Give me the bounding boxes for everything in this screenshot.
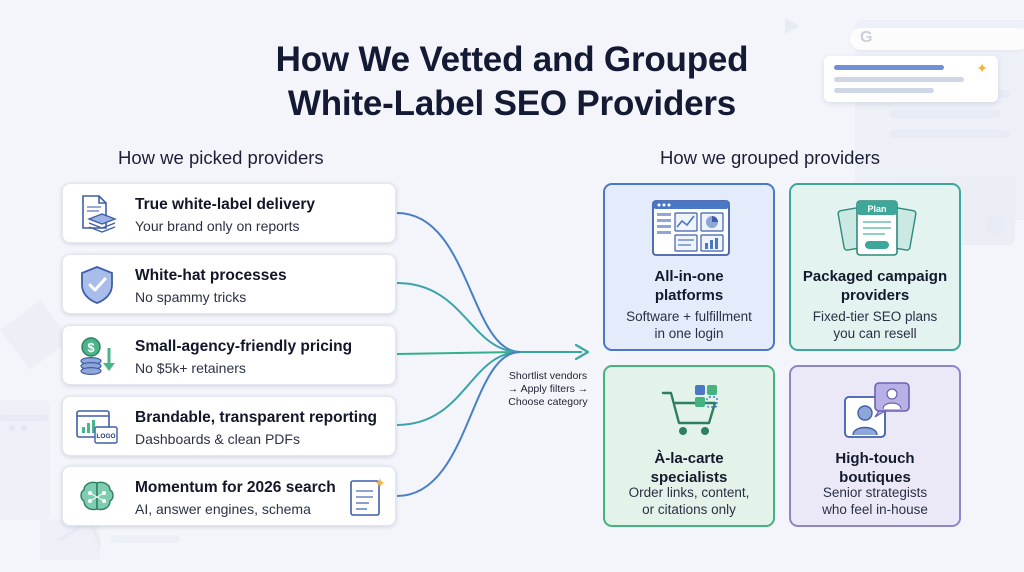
documents-stack-icon [82, 195, 117, 233]
search-result-card: ✦ [824, 56, 998, 102]
group-title-line-1: High-touch [835, 450, 915, 467]
logo-text: LOGO [96, 433, 115, 440]
title-line-2: White-Label SEO Providers [287, 84, 737, 123]
group-subtitle-line-1: Order links, content, [628, 485, 750, 500]
group-title-line-1: À-la-carte [654, 450, 724, 467]
group-title: À-la-carte specialists [609, 449, 769, 487]
connector-arrow-head [574, 343, 590, 361]
group-subtitle: Fixed-tier SEO plans you can resell [795, 309, 955, 342]
group-subtitle-line-1: Software + fulfillment [626, 309, 752, 324]
sparkle-icon: ✦ [976, 60, 988, 76]
svg-text:✦: ✦ [374, 476, 386, 492]
group-card-a-la-carte: À-la-carte specialists Order links, cont… [603, 365, 775, 527]
page-title: How We Vetted and Grouped White-Label SE… [0, 38, 1024, 126]
group-card-packaged: Plan Packaged campaign providers Fixed-t… [789, 183, 961, 351]
group-subtitle-line-2: in one login [654, 325, 724, 341]
search-bar-decoration: G [850, 28, 1024, 50]
group-card-high-touch: High-touch boutiques Senior strategists … [789, 365, 961, 527]
ai-brain-icon [80, 481, 114, 511]
connector-caption-line-1: Shortlist vendors [508, 370, 588, 382]
dashboard-logo-icon: LOGO [76, 410, 118, 444]
criteria-subtitle: Dashboards & clean PDFs [135, 431, 300, 447]
group-subtitle-line-2: who feel in-house [822, 501, 928, 517]
group-title-line-1: Packaged campaign [802, 268, 948, 285]
criteria-card-white-label: True white-label delivery Your brand onl… [62, 183, 396, 243]
group-title: High-touch boutiques [795, 449, 955, 487]
criteria-subtitle: Your brand only on reports [135, 218, 300, 234]
group-title-line-2: specialists [650, 469, 728, 486]
group-subtitle-line-1: Fixed-tier SEO plans [812, 309, 938, 324]
connector-caption-line-3: Choose category [508, 396, 588, 408]
criteria-subtitle: No spammy tricks [135, 289, 247, 305]
criteria-title: True white-label delivery [135, 196, 316, 213]
group-subtitle-line-2: or citations only [642, 501, 736, 517]
group-title-line-1: All-in-one [654, 268, 724, 285]
right-section-heading: How we grouped providers [660, 147, 881, 168]
criteria-subtitle: AI, answer engines, schema [135, 501, 311, 517]
video-call-icon [844, 382, 910, 438]
criteria-title: Momentum for 2026 search [135, 479, 336, 496]
dollar-coins-icon: $ [80, 337, 115, 375]
connector-caption: Shortlist vendors → Apply filters → Choo… [500, 370, 596, 409]
group-title-line-2: platforms [654, 287, 724, 304]
criteria-card-reporting: LOGO Brandable, transparent reporting Da… [62, 396, 396, 456]
connector-line-2 [396, 282, 521, 353]
dashboard-window-icon [652, 200, 730, 256]
group-subtitle: Order links, content, or citations only [609, 485, 769, 518]
criteria-card-pricing: $ Small-agency-friendly pricing No $5k+ … [62, 325, 396, 385]
group-title: Packaged campaign providers [795, 267, 955, 305]
left-section-heading: How we picked providers [118, 147, 324, 168]
connector-line-3 [396, 351, 521, 355]
criteria-card-white-hat: White-hat processes No spammy tricks [62, 254, 396, 314]
connector-caption-line-2: → Apply filters → [507, 383, 589, 395]
criteria-title: Brandable, transparent reporting [135, 409, 378, 426]
plan-label: Plan [867, 204, 886, 214]
criteria-title: White-hat processes [135, 267, 287, 284]
schema-document-icon: ✦ [350, 476, 386, 516]
group-title: All-in-one platforms [609, 267, 769, 305]
group-title-line-2: providers [840, 287, 910, 304]
criteria-subtitle: No $5k+ retainers [135, 360, 246, 376]
group-subtitle: Software + fulfillment in one login [609, 309, 769, 342]
group-subtitle: Senior strategists who feel in-house [795, 485, 955, 518]
plan-cards-icon: Plan [837, 200, 917, 256]
group-card-all-in-one: All-in-one platforms Software + fulfillm… [603, 183, 775, 351]
svg-text:$: $ [87, 340, 95, 355]
search-logo: G [860, 29, 873, 46]
criteria-card-momentum: Momentum for 2026 search AI, answer engi… [62, 466, 396, 526]
group-title-line-2: boutiques [839, 469, 911, 486]
group-subtitle-line-2: you can resell [833, 325, 917, 341]
group-subtitle-line-1: Senior strategists [822, 485, 928, 500]
title-line-1: How We Vetted and Grouped [275, 40, 749, 79]
connector-line-1 [396, 212, 521, 353]
shopping-cart-icon [661, 385, 718, 435]
criteria-title: Small-agency-friendly pricing [135, 338, 353, 355]
shield-check-icon [81, 266, 113, 304]
